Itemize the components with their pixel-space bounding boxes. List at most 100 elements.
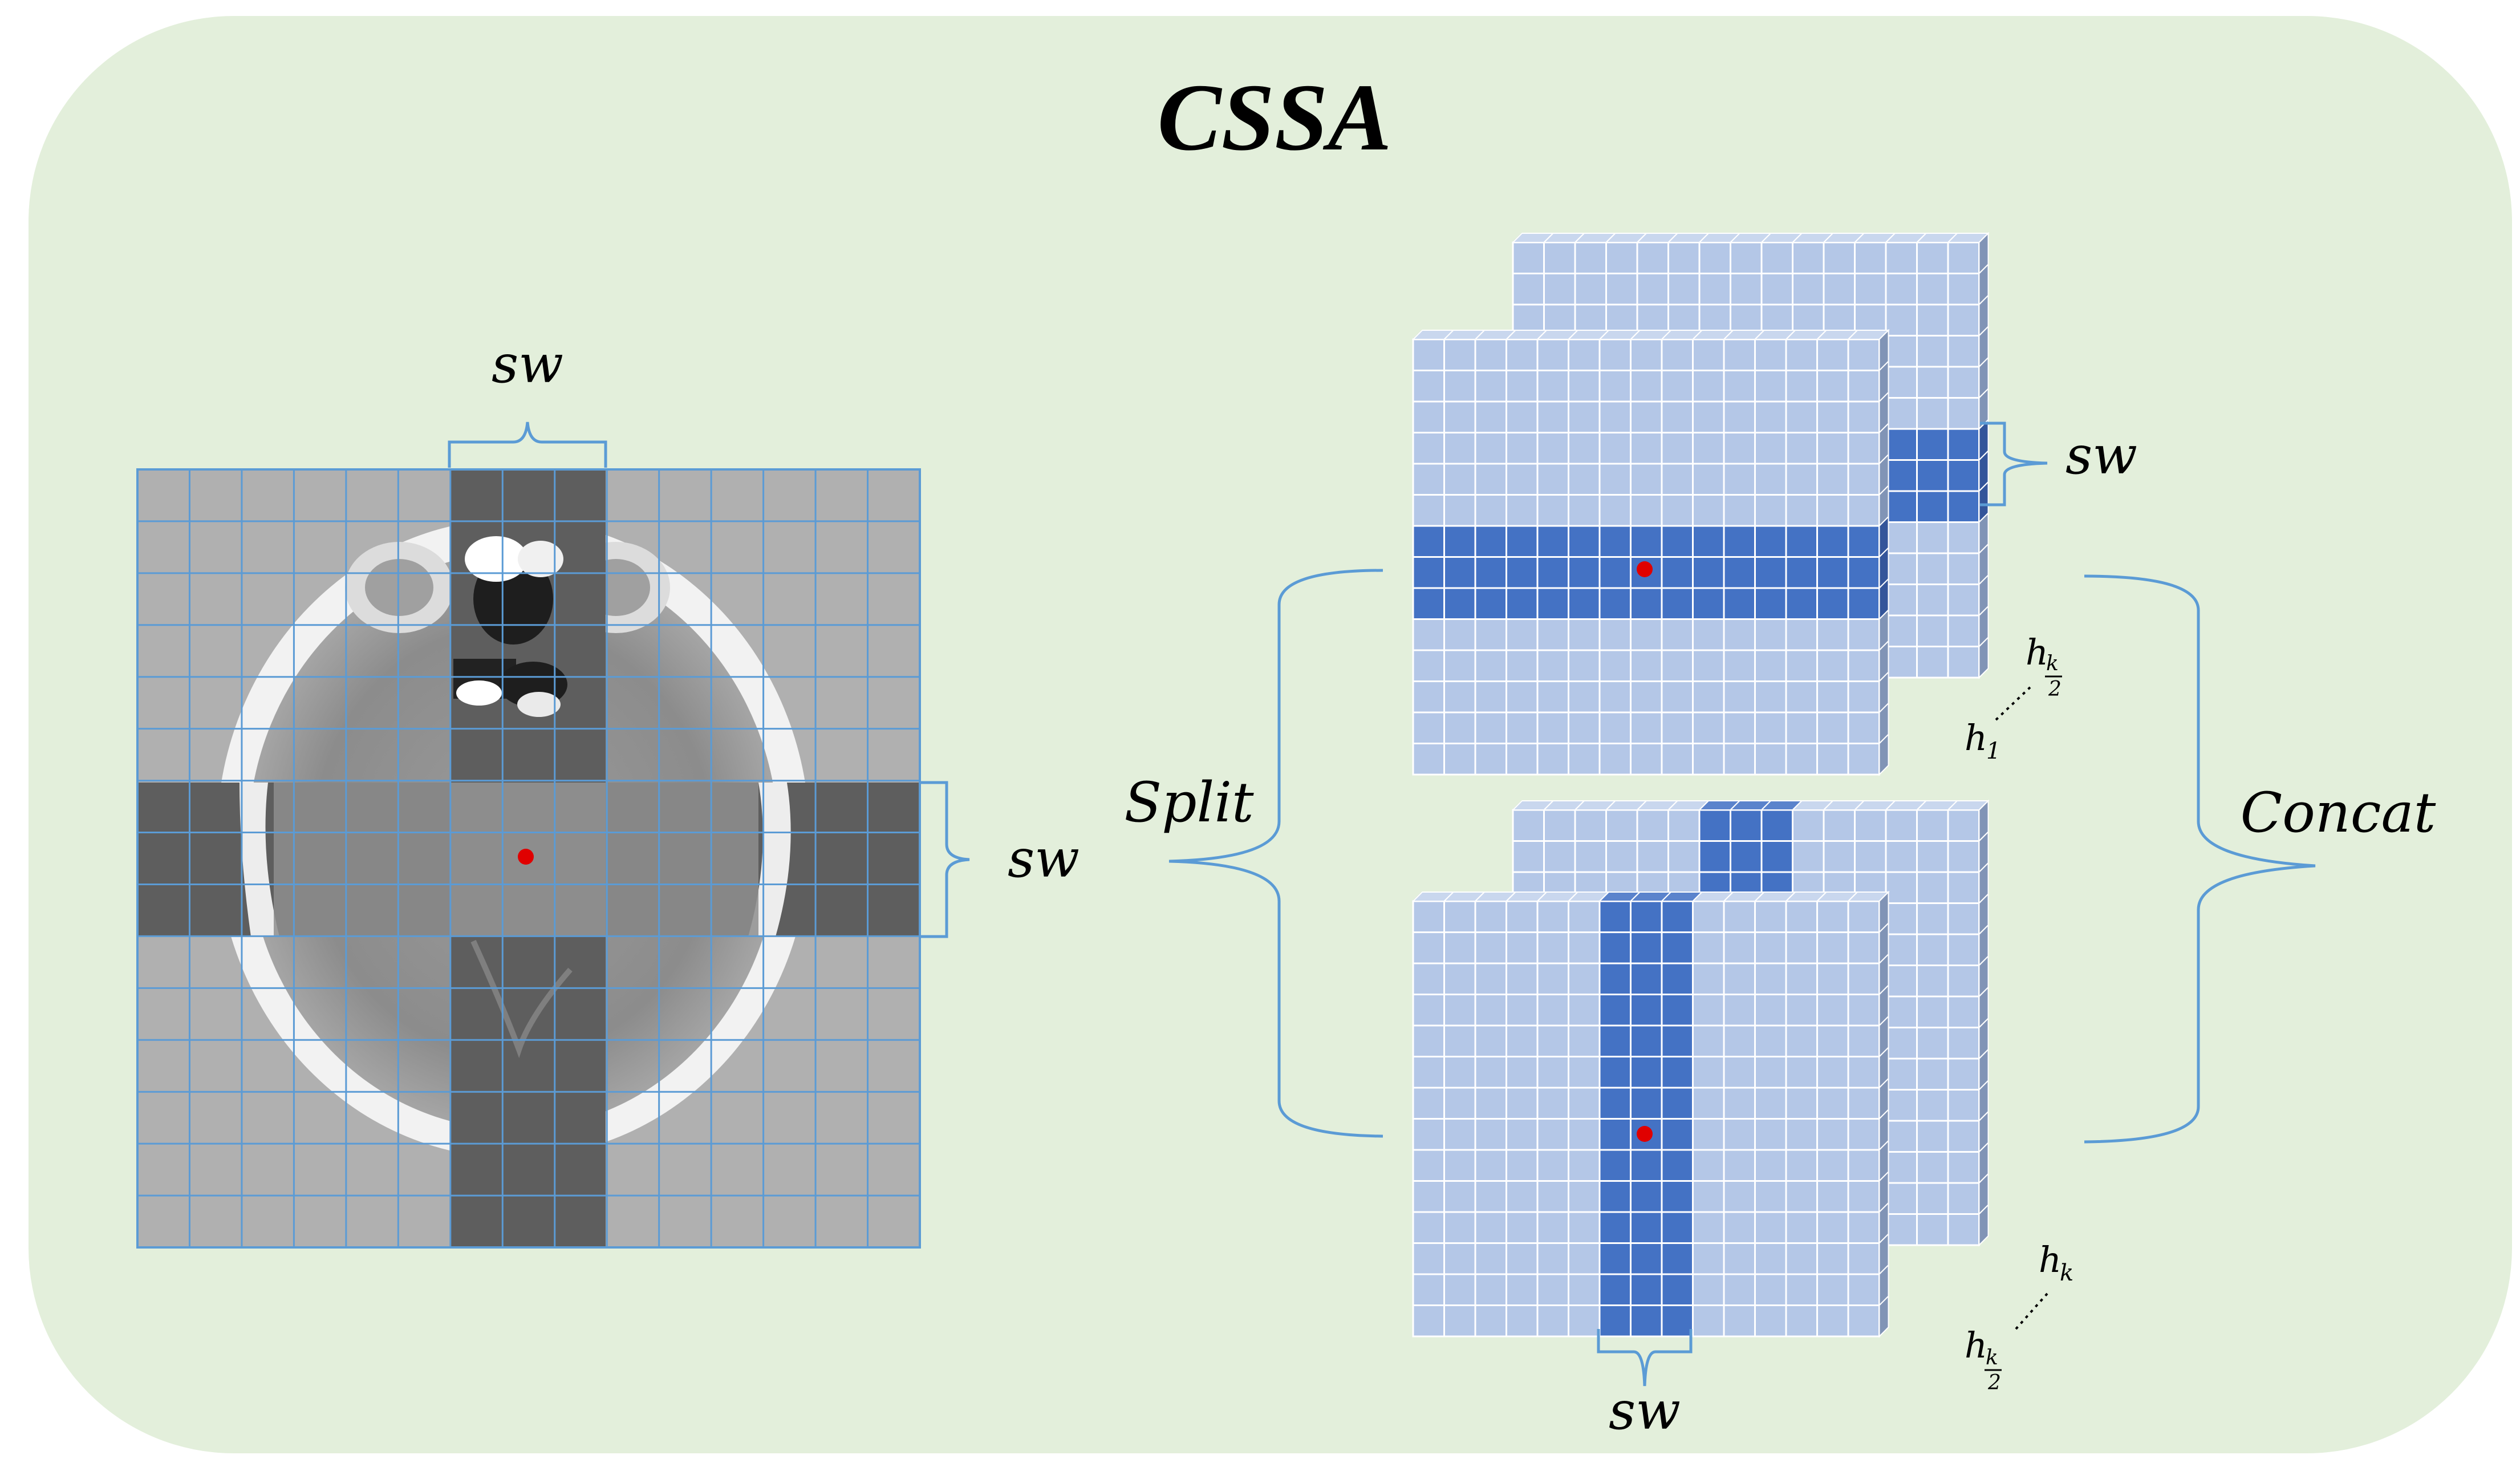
map-cell (1916, 583, 1949, 617)
map-cell (1816, 1180, 1849, 1213)
map-cell (1536, 1056, 1569, 1089)
map-cell-active (1816, 587, 1849, 620)
map-cell-active (1723, 556, 1756, 589)
map-cell (1505, 1087, 1539, 1120)
map-cell (1630, 494, 1663, 527)
map-cell-active (1661, 525, 1694, 558)
map-cell (1723, 931, 1756, 965)
lower-stack-dots (2015, 1292, 2048, 1330)
map-cell-active (1730, 809, 1763, 842)
map-cell-active (1474, 587, 1507, 620)
map-cell (1816, 1211, 1849, 1244)
map-cell (1536, 494, 1569, 527)
map-cell-active (1598, 1242, 1632, 1275)
map-cell (1568, 900, 1601, 933)
map-cell (1568, 1304, 1601, 1338)
map-cell (1443, 370, 1476, 403)
map-cell-active (1947, 459, 1980, 492)
map-cell (1443, 338, 1476, 371)
map-cell (1474, 370, 1507, 403)
map-cell-active (1661, 994, 1694, 1027)
map-cell (1505, 494, 1539, 527)
map-cell (1692, 1180, 1725, 1213)
map-cell-active (1661, 962, 1694, 995)
map-cell (1916, 840, 1949, 873)
map-cell-active (1443, 587, 1476, 620)
map-cell (1785, 494, 1818, 527)
map-cell (1667, 241, 1701, 274)
map-cell (1785, 743, 1818, 776)
map-cell (1823, 840, 1856, 873)
map-cell (1816, 1304, 1849, 1338)
upper-stack-dots (1995, 686, 2031, 721)
map-cell (1947, 303, 1980, 337)
map-cell (1723, 1087, 1756, 1120)
map-cell-active (1661, 1180, 1694, 1213)
map-cell (1692, 400, 1725, 433)
map-cell (1754, 1056, 1787, 1089)
map-cell (1754, 618, 1787, 651)
map-cell (1661, 370, 1694, 403)
map-cell (1847, 743, 1880, 776)
map-cell (1568, 649, 1601, 682)
map-cell (1505, 1242, 1539, 1275)
map-cell (1568, 1180, 1601, 1213)
map-cell (1412, 618, 1445, 651)
map-cell (1885, 1089, 1918, 1122)
map-cell (1947, 871, 1980, 904)
map-cell (1536, 400, 1569, 433)
map-cell (1474, 900, 1507, 933)
map-cell-active (1630, 587, 1663, 620)
map-cell-active (1568, 556, 1601, 589)
map-cell (1412, 1118, 1445, 1151)
map-cell (1754, 1024, 1787, 1057)
map-cell-active (1785, 525, 1818, 558)
map-cell (1947, 273, 1980, 306)
map-cell (1536, 618, 1569, 651)
map-cell (1847, 494, 1880, 527)
map-cell (1723, 494, 1756, 527)
map-cell (1598, 463, 1632, 496)
map-cell (1947, 552, 1980, 585)
map-cell (1785, 400, 1818, 433)
map-cell (1568, 1087, 1601, 1120)
sw-label-bottom: sw (1609, 1380, 1681, 1441)
map-cell (1723, 463, 1756, 496)
map-cell (1568, 1056, 1601, 1089)
map-cell (1692, 994, 1725, 1027)
map-cell (1667, 809, 1701, 842)
map-cell (1443, 400, 1476, 433)
map-cell (1474, 463, 1507, 496)
map-cell (1505, 1273, 1539, 1306)
map-cell (1916, 1027, 1949, 1060)
map-cell (1785, 1024, 1818, 1057)
map-cell (1598, 338, 1632, 371)
map-cell-active (1661, 1056, 1694, 1089)
map-cell (1754, 463, 1787, 496)
map-cell-active (1816, 556, 1849, 589)
map-cell (1692, 338, 1725, 371)
map-cell (1947, 933, 1980, 966)
map-cell (1916, 809, 1949, 842)
right-sw-brace (921, 781, 970, 938)
map-cell (1412, 494, 1445, 527)
map-cell-active (1598, 525, 1632, 558)
map-cell (1723, 1149, 1756, 1182)
map-cell (1947, 1027, 1980, 1060)
map-cell (1536, 1149, 1569, 1182)
map-cell-active (1916, 490, 1949, 523)
map-cell (1785, 1273, 1818, 1306)
map-cell (1785, 1304, 1818, 1338)
map-cell (1443, 1242, 1476, 1275)
map-cell (1412, 900, 1445, 933)
map-cell-active (1536, 556, 1569, 589)
map-cell (1661, 743, 1694, 776)
map-cell (1543, 840, 1576, 873)
map-cell (1636, 840, 1669, 873)
map-cell-active (1692, 556, 1725, 589)
map-cell (1698, 273, 1731, 306)
map-cell-active (1505, 556, 1539, 589)
map-cell (1785, 1180, 1818, 1213)
map-cell-active (1661, 1242, 1694, 1275)
map-cell (1816, 900, 1849, 933)
